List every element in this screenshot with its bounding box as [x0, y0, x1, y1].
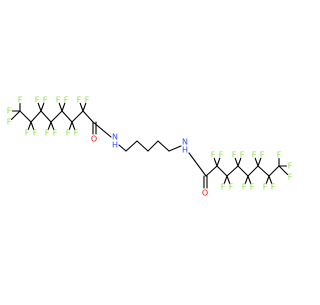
fluorine-atom-label: F: [77, 96, 82, 105]
hydrogen-atom-label: H: [112, 141, 118, 150]
c-c-bond: [50, 110, 63, 123]
c-c-bond: [268, 165, 280, 177]
c-f-bond: [10, 110, 21, 121]
fluorine-atom-label: F: [240, 151, 245, 160]
fluorine-atom-label: F: [56, 96, 61, 105]
c-f-bond: [265, 175, 270, 185]
c-c-bond: [247, 165, 259, 177]
fluorine-atom-label: F: [7, 107, 12, 116]
c-f-bond: [47, 121, 52, 131]
c-f-bond: [247, 175, 252, 185]
c-c-bond: [136, 140, 149, 152]
c-f-bond: [216, 157, 221, 167]
fluorine-atom-label: F: [43, 96, 48, 105]
c-f-bond: [79, 102, 84, 112]
fluorine-atom-label: F: [242, 183, 247, 192]
fluorine-atom-label: F: [211, 151, 216, 160]
c-c-bond: [226, 165, 239, 177]
hydrogen-atom-label: H: [182, 146, 188, 155]
c-f-bond: [237, 157, 242, 167]
c-f-bond: [257, 157, 262, 167]
fluorine-atom-label: F: [221, 183, 226, 192]
oxygen-atom-label: O: [202, 189, 208, 198]
fluorine-atom-label: F: [64, 96, 69, 105]
c-c-bond: [82, 110, 94, 123]
fluorine-atom-label: F: [74, 129, 79, 138]
fluorine-atom-label: F: [7, 118, 12, 127]
n-c-bond: [118, 144, 127, 152]
c-c-bond: [157, 140, 170, 152]
fluorine-atom-label: F: [25, 129, 30, 138]
c-f-bond: [223, 175, 228, 185]
c-f-bond: [226, 175, 231, 185]
fluorine-atom-label: F: [250, 183, 255, 192]
c-f-bond: [278, 165, 289, 176]
c-f-bond: [30, 121, 35, 131]
nitrogen-atom-label: N: [112, 133, 118, 142]
c-c-bond: [216, 165, 228, 177]
fluorine-atom-label: F: [219, 151, 224, 160]
c-f-bond: [268, 175, 273, 185]
fluorine-atom-label: F: [45, 129, 50, 138]
fluorine-atom-label: F: [288, 173, 293, 182]
fluorine-atom-label: F: [53, 129, 58, 138]
c-c-bond: [71, 110, 84, 123]
c-f-bond: [27, 121, 32, 131]
c-f-bond: [71, 121, 76, 131]
fluorine-atom-label: F: [260, 151, 265, 160]
fluorine-atom-label: F: [232, 151, 237, 160]
c-f-bond: [244, 175, 249, 185]
c-f-bond: [213, 157, 218, 167]
c-f-bond: [68, 121, 73, 131]
fluorine-atom-label: F: [229, 183, 234, 192]
c-c-bond: [257, 165, 270, 177]
c-f-bond: [50, 121, 55, 131]
fluorine-atom-label: F: [288, 162, 293, 171]
c-c-bond: [19, 110, 32, 123]
c-f-bond: [37, 102, 42, 112]
c-f-bond: [40, 102, 45, 112]
fluorine-atom-label: F: [35, 96, 40, 105]
c-c-bond: [147, 140, 159, 152]
fluorine-atom-label: F: [252, 151, 257, 160]
fluorine-atom-label: F: [271, 183, 276, 192]
nitrogen-atom-label: N: [182, 138, 188, 147]
fluorine-atom-label: F: [18, 96, 23, 105]
c-f-bond: [254, 157, 259, 167]
fluorine-atom-label: F: [277, 151, 282, 160]
c-c-bond: [125, 140, 138, 152]
fluorine-atom-label: F: [33, 129, 38, 138]
oxygen-atom-label: O: [91, 135, 97, 144]
c-c-bond: [205, 165, 218, 177]
c-c-bond: [61, 110, 73, 123]
c-n-bond: [168, 145, 182, 152]
c-c-bond: [40, 110, 52, 123]
c-c-bond: [237, 165, 249, 177]
fluorine-atom-label: F: [263, 183, 268, 192]
c-f-bond: [82, 102, 87, 112]
c-f-bond: [61, 102, 66, 112]
n-c-bond: [188, 152, 207, 177]
fluorine-atom-label: F: [66, 129, 71, 138]
fluorine-atom-label: F: [85, 96, 90, 105]
c-f-bond: [234, 157, 239, 167]
c-f-bond: [58, 102, 63, 112]
c-c-bond: [30, 110, 42, 123]
bond-layer: [10, 102, 289, 189]
